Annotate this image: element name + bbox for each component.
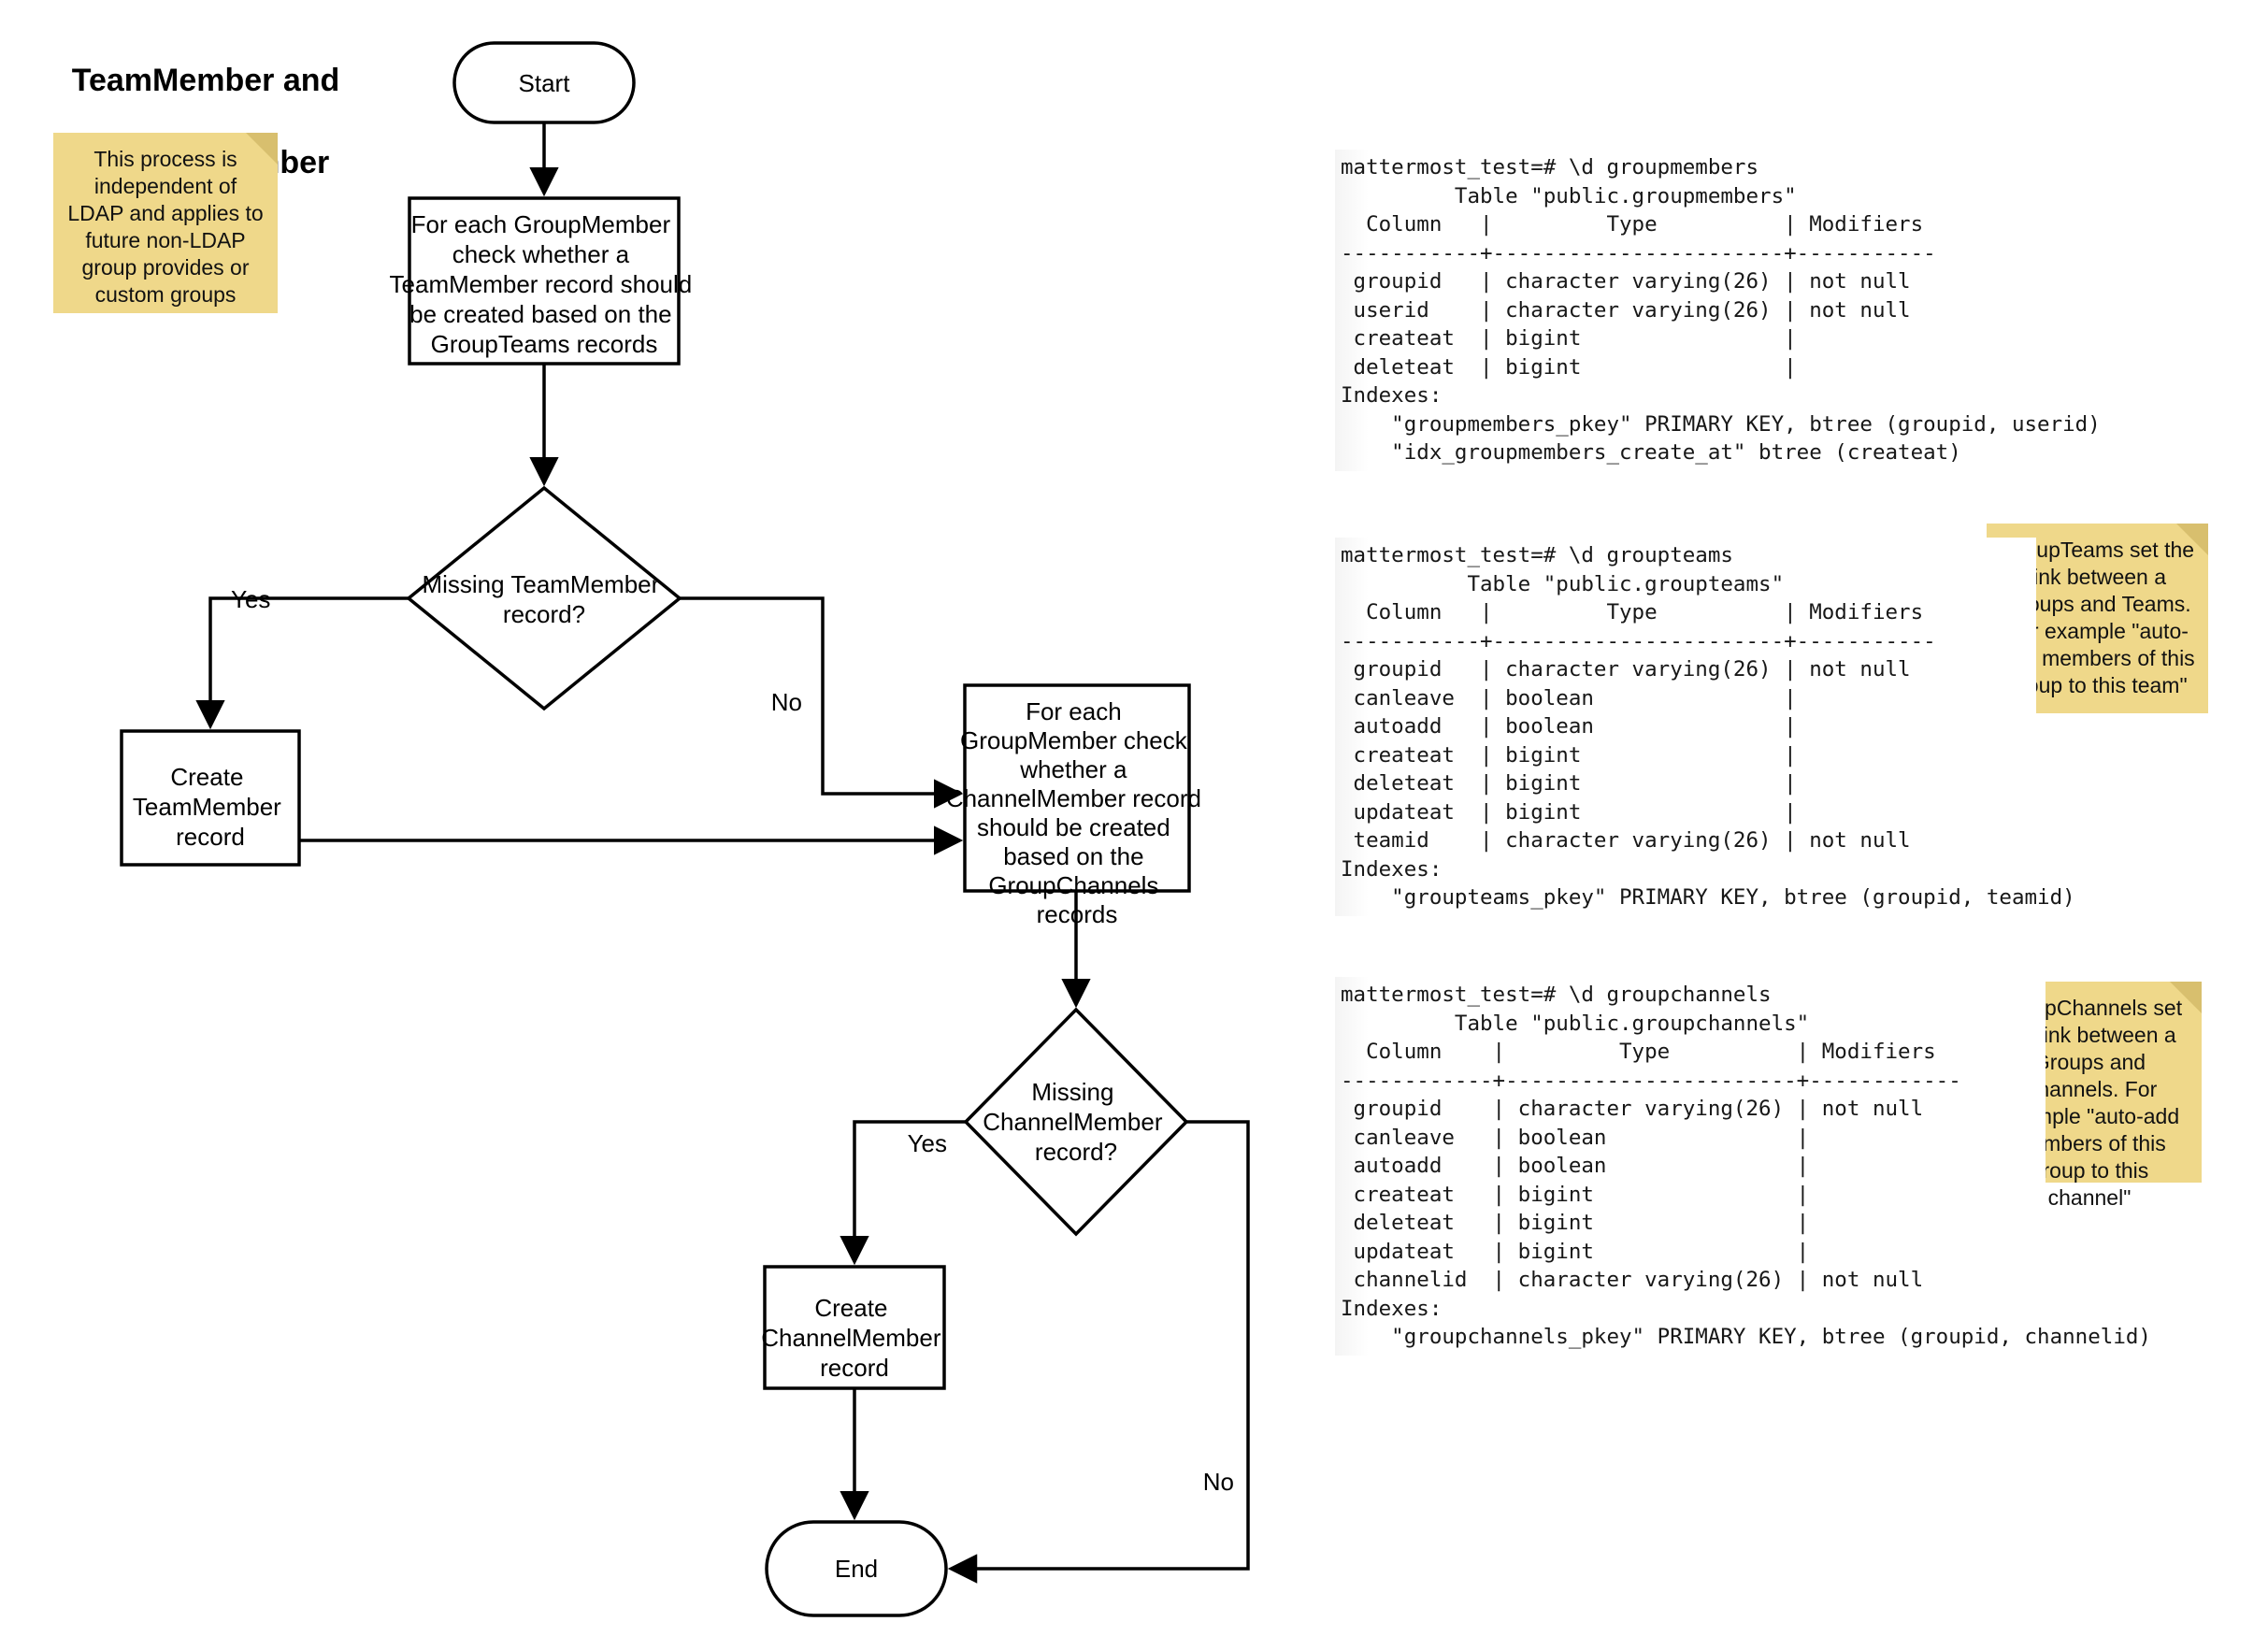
edge-label-no-channel: No (1203, 1468, 1234, 1496)
edge-label-yes-team: Yes (231, 585, 270, 613)
node-create-team-member-label: Create TeamMember record (133, 763, 288, 851)
sticky-fold-icon (2176, 524, 2208, 555)
node-decision-channel-label: Missing ChannelMember record? (983, 1078, 1169, 1166)
sticky-fold-icon (246, 133, 278, 165)
edge-decision-team-no (680, 596, 964, 809)
node-decision-team[interactable]: Missing TeamMember record? (406, 485, 682, 711)
edge-decision-team-yes (195, 596, 409, 730)
edge-decision-channel-yes (840, 1120, 966, 1266)
node-process-team[interactable]: For each GroupMember check whether a Tea… (390, 196, 699, 366)
psql-output-groupchannels: mattermost_test=# \d groupchannels Table… (1335, 977, 2151, 1356)
node-start-label: Start (519, 69, 571, 97)
node-decision-team-label: Missing TeamMember record? (422, 570, 666, 628)
edge-label-no-team: No (771, 688, 802, 716)
node-end[interactable]: End (765, 1520, 948, 1617)
page-title-line-1: TeamMember and (71, 63, 340, 98)
node-create-team-member[interactable]: Create TeamMember record (120, 729, 301, 867)
sticky-fold-icon (2170, 982, 2202, 1013)
psql-output-groupmembers: mattermost_test=# \d groupmembers Table … (1335, 150, 2101, 471)
node-process-channel-label: For each GroupMember check whether a Cha… (946, 697, 1208, 928)
node-end-label: End (835, 1555, 878, 1583)
node-create-channel-member[interactable]: Create ChannelMember record (761, 1265, 947, 1390)
edge-label-yes-channel: Yes (908, 1129, 947, 1157)
node-create-channel-member-label: Create ChannelMember record (761, 1294, 947, 1382)
node-start[interactable]: Start (452, 41, 636, 124)
node-process-team-label: For each GroupMember check whether a Tea… (390, 210, 699, 358)
sticky-note-ldap: This process is independent of LDAP and … (53, 133, 278, 313)
node-decision-channel[interactable]: Missing ChannelMember record? (963, 1007, 1189, 1237)
edge-decision-channel-no (947, 1120, 1250, 1584)
psql-output-groupteams: mattermost_test=# \d groupteams Table "p… (1335, 538, 2075, 916)
sticky-note-ldap-text: This process is independent of LDAP and … (67, 147, 264, 307)
node-process-channel[interactable]: For each GroupMember check whether a Cha… (946, 683, 1208, 928)
